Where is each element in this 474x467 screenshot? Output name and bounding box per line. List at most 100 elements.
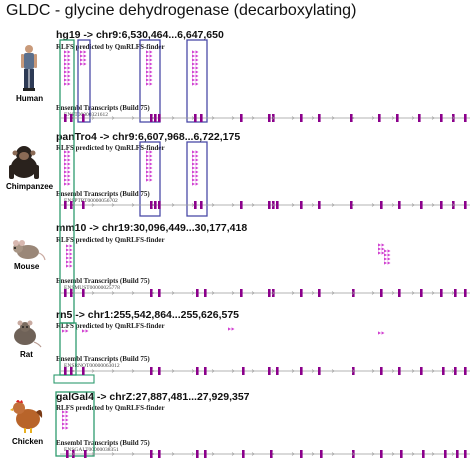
green-box-connector — [53, 374, 95, 384]
exon-1-3 — [150, 201, 153, 209]
strand-arrow-1 — [311, 203, 315, 207]
exon-2-13 — [380, 289, 383, 297]
rlfs-arrow-0 — [64, 70, 71, 74]
strand-arrow-4 — [91, 452, 95, 456]
rlfs-arrow-4 — [64, 162, 71, 166]
strand-arrow-2 — [151, 291, 155, 295]
rlfs-arrow-7 — [66, 260, 73, 264]
rlfs-arrow-2 — [146, 58, 153, 62]
strand-arrow-4 — [291, 452, 295, 456]
strand-arrow-1 — [331, 203, 335, 207]
chicken-icon — [10, 400, 43, 433]
exon-2-2 — [82, 289, 85, 297]
strand-arrow-2 — [231, 291, 235, 295]
strand-arrow-1 — [211, 203, 215, 207]
strand-arrow-0 — [271, 116, 275, 120]
rlfs-arrow-1 — [80, 54, 87, 58]
strand-arrow-2 — [171, 291, 175, 295]
strand-arrow-2 — [371, 291, 375, 295]
exon-1-15 — [380, 201, 383, 209]
strand-arrow-3 — [291, 369, 295, 373]
exon-0-10 — [272, 114, 275, 122]
strand-arrow-2 — [291, 291, 295, 295]
strand-arrow-1 — [251, 203, 255, 207]
exon-0-12 — [318, 114, 321, 122]
strand-arrow-2 — [411, 291, 415, 295]
rlfs-arrow-6 — [192, 182, 199, 186]
rlfs-arrow-7 — [66, 256, 73, 260]
exon-3-14 — [398, 367, 401, 375]
rlfs-arrow-2 — [146, 82, 153, 86]
transcript-id-chimpanzee: ENSPTRT00000056702 — [64, 198, 118, 204]
strand-arrow-1 — [131, 203, 135, 207]
strand-arrow-4 — [251, 452, 255, 456]
chimpanzee-icon — [9, 146, 39, 179]
strand-arrow-4 — [151, 452, 155, 456]
species-label-chimpanzee: Chimpanzee — [6, 182, 54, 191]
strand-arrow-0 — [231, 116, 235, 120]
strand-arrow-0 — [151, 116, 155, 120]
species-label-mouse: Mouse — [14, 262, 40, 271]
strand-arrow-3 — [211, 369, 215, 373]
rlfs-arrow-8 — [378, 247, 385, 251]
strand-arrow-0 — [391, 116, 395, 120]
rlfs-arrow-5 — [146, 154, 153, 158]
strand-arrow-2 — [111, 291, 115, 295]
rlfs-marks — [62, 50, 391, 430]
rlfs-arrow-4 — [64, 170, 71, 174]
rlfs-arrow-6 — [192, 150, 199, 154]
rlfs-arrow-13 — [378, 331, 385, 335]
exon-2-16 — [440, 289, 443, 297]
strand-arrow-0 — [331, 116, 335, 120]
strand-arrow-1 — [391, 203, 395, 207]
strand-arrow-3 — [431, 369, 435, 373]
coords-human: hg19 -> chr9:6,530,464...6,647,650 — [56, 29, 224, 41]
exon-2-17 — [454, 289, 457, 297]
strand-arrow-2 — [351, 291, 355, 295]
exon-2-15 — [420, 289, 423, 297]
exon-4-5 — [196, 450, 199, 458]
rlfs-arrow-4 — [64, 166, 71, 170]
strand-arrow-4 — [271, 452, 275, 456]
rlfs-arrow-2 — [146, 66, 153, 70]
blue-box-chimp-1 — [139, 141, 161, 217]
exon-4-12 — [380, 450, 383, 458]
strand-arrow-4 — [71, 452, 75, 456]
exon-3-12 — [352, 367, 355, 375]
strand-arrow-0 — [291, 116, 295, 120]
rlfs-arrow-12 — [228, 327, 235, 331]
exon-1-13 — [318, 201, 321, 209]
strand-arrow-0 — [71, 116, 75, 120]
exon-1-7 — [200, 201, 203, 209]
rlfs-arrow-6 — [192, 162, 199, 166]
strand-arrow-1 — [231, 203, 235, 207]
strand-arrow-3 — [411, 369, 415, 373]
exon-4-16 — [456, 450, 459, 458]
strand-arrow-2 — [131, 291, 135, 295]
strand-arrow-1 — [191, 203, 195, 207]
rlfs-arrow-7 — [66, 264, 73, 268]
strand-arrow-1 — [431, 203, 435, 207]
rlfs-arrow-0 — [64, 50, 71, 54]
rlfs-arrow-14 — [62, 422, 69, 426]
strand-arrow-4 — [331, 452, 335, 456]
rlfs-label-rat: RLFS predicted by QmRLFS-finder — [56, 322, 165, 330]
strand-arrow-0 — [311, 116, 315, 120]
rlfs-label-chimpanzee: RLFS predicted by QmRLFS-finder — [56, 144, 165, 152]
exon-0-0 — [64, 114, 67, 122]
rlfs-arrow-14 — [62, 418, 69, 422]
rlfs-arrow-9 — [384, 253, 391, 257]
strand-arrow-3 — [231, 369, 235, 373]
exon-3-16 — [442, 367, 445, 375]
strand-arrow-2 — [451, 291, 455, 295]
exon-4-11 — [352, 450, 355, 458]
exon-4-15 — [444, 450, 447, 458]
rlfs-label-chicken: RLFS predicted by QmRLFS-finder — [56, 404, 165, 412]
strand-arrow-2 — [431, 291, 435, 295]
strand-arrow-0 — [251, 116, 255, 120]
exon-3-9 — [276, 367, 279, 375]
rlfs-arrow-14 — [62, 426, 69, 430]
strand-arrow-3 — [71, 369, 75, 373]
exon-1-1 — [70, 201, 73, 209]
exon-3-18 — [464, 367, 467, 375]
